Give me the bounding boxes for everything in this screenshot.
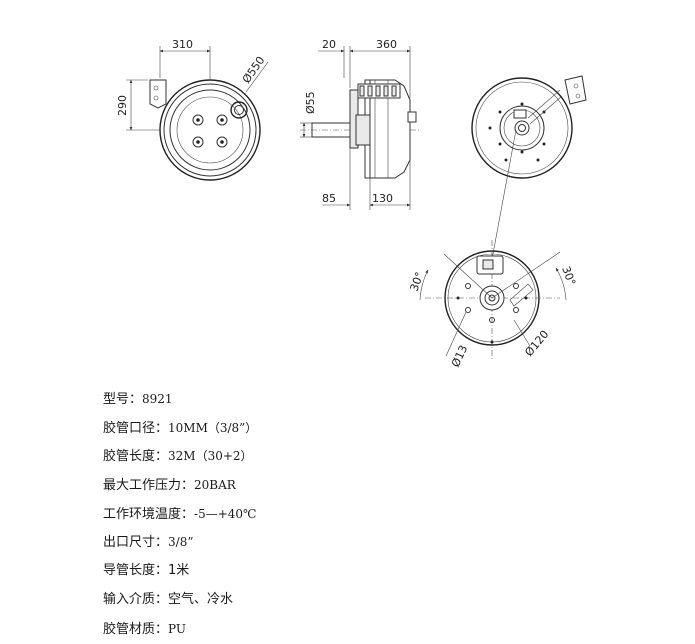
spec-hose-length: 胶管长度：32M（30+2） (103, 449, 253, 465)
spec-hose-bore: 胶管口径：10MM（3/8”） (103, 420, 258, 436)
detail-angle-left: 30° (408, 270, 427, 293)
front-view: 310 290 Ø550 (116, 38, 269, 181)
spec-media: 输入介质：空气、冷水 (103, 591, 234, 607)
detail-angle-right: 30° (559, 265, 578, 288)
shaft-diameter-dim: Ø55 (304, 91, 317, 114)
side-width-dim: 360 (376, 38, 397, 51)
spec-hose-material: 胶管材质：PU (103, 621, 186, 637)
front-height-dim: 290 (116, 95, 129, 116)
spec-lead-hose-length: 导管长度：1米 (103, 563, 190, 579)
technical-drawing: 310 290 Ø550 (116, 38, 587, 369)
spec-temperature: 工作环境温度：-5—+40℃ (103, 506, 257, 522)
front-width-dim: 310 (172, 38, 193, 51)
front-diameter-dim: Ø550 (240, 54, 268, 86)
spec-max-pressure: 最大工作压力：20BAR (103, 478, 236, 494)
spec-outlet-size: 出口尺寸：3/8” (103, 535, 194, 551)
spec-list: 型号：8921 胶管口径：10MM（3/8”） 胶管长度：32M（30+2） 最… (103, 385, 503, 643)
side-bottom-right-dim: 130 (372, 192, 393, 205)
side-view: 20 360 Ø55 85 130 (300, 38, 420, 210)
back-view (471, 75, 587, 271)
side-offset-dim: 20 (322, 38, 336, 51)
side-bottom-left-dim: 85 (322, 192, 336, 205)
bolt-circle-dim: Ø120 (522, 328, 551, 359)
hole-diameter-dim: Ø13 (449, 343, 470, 369)
spec-model: 型号：8921 (103, 392, 173, 407)
detail-view: 30° 30° Ø13 Ø120 (408, 240, 578, 369)
